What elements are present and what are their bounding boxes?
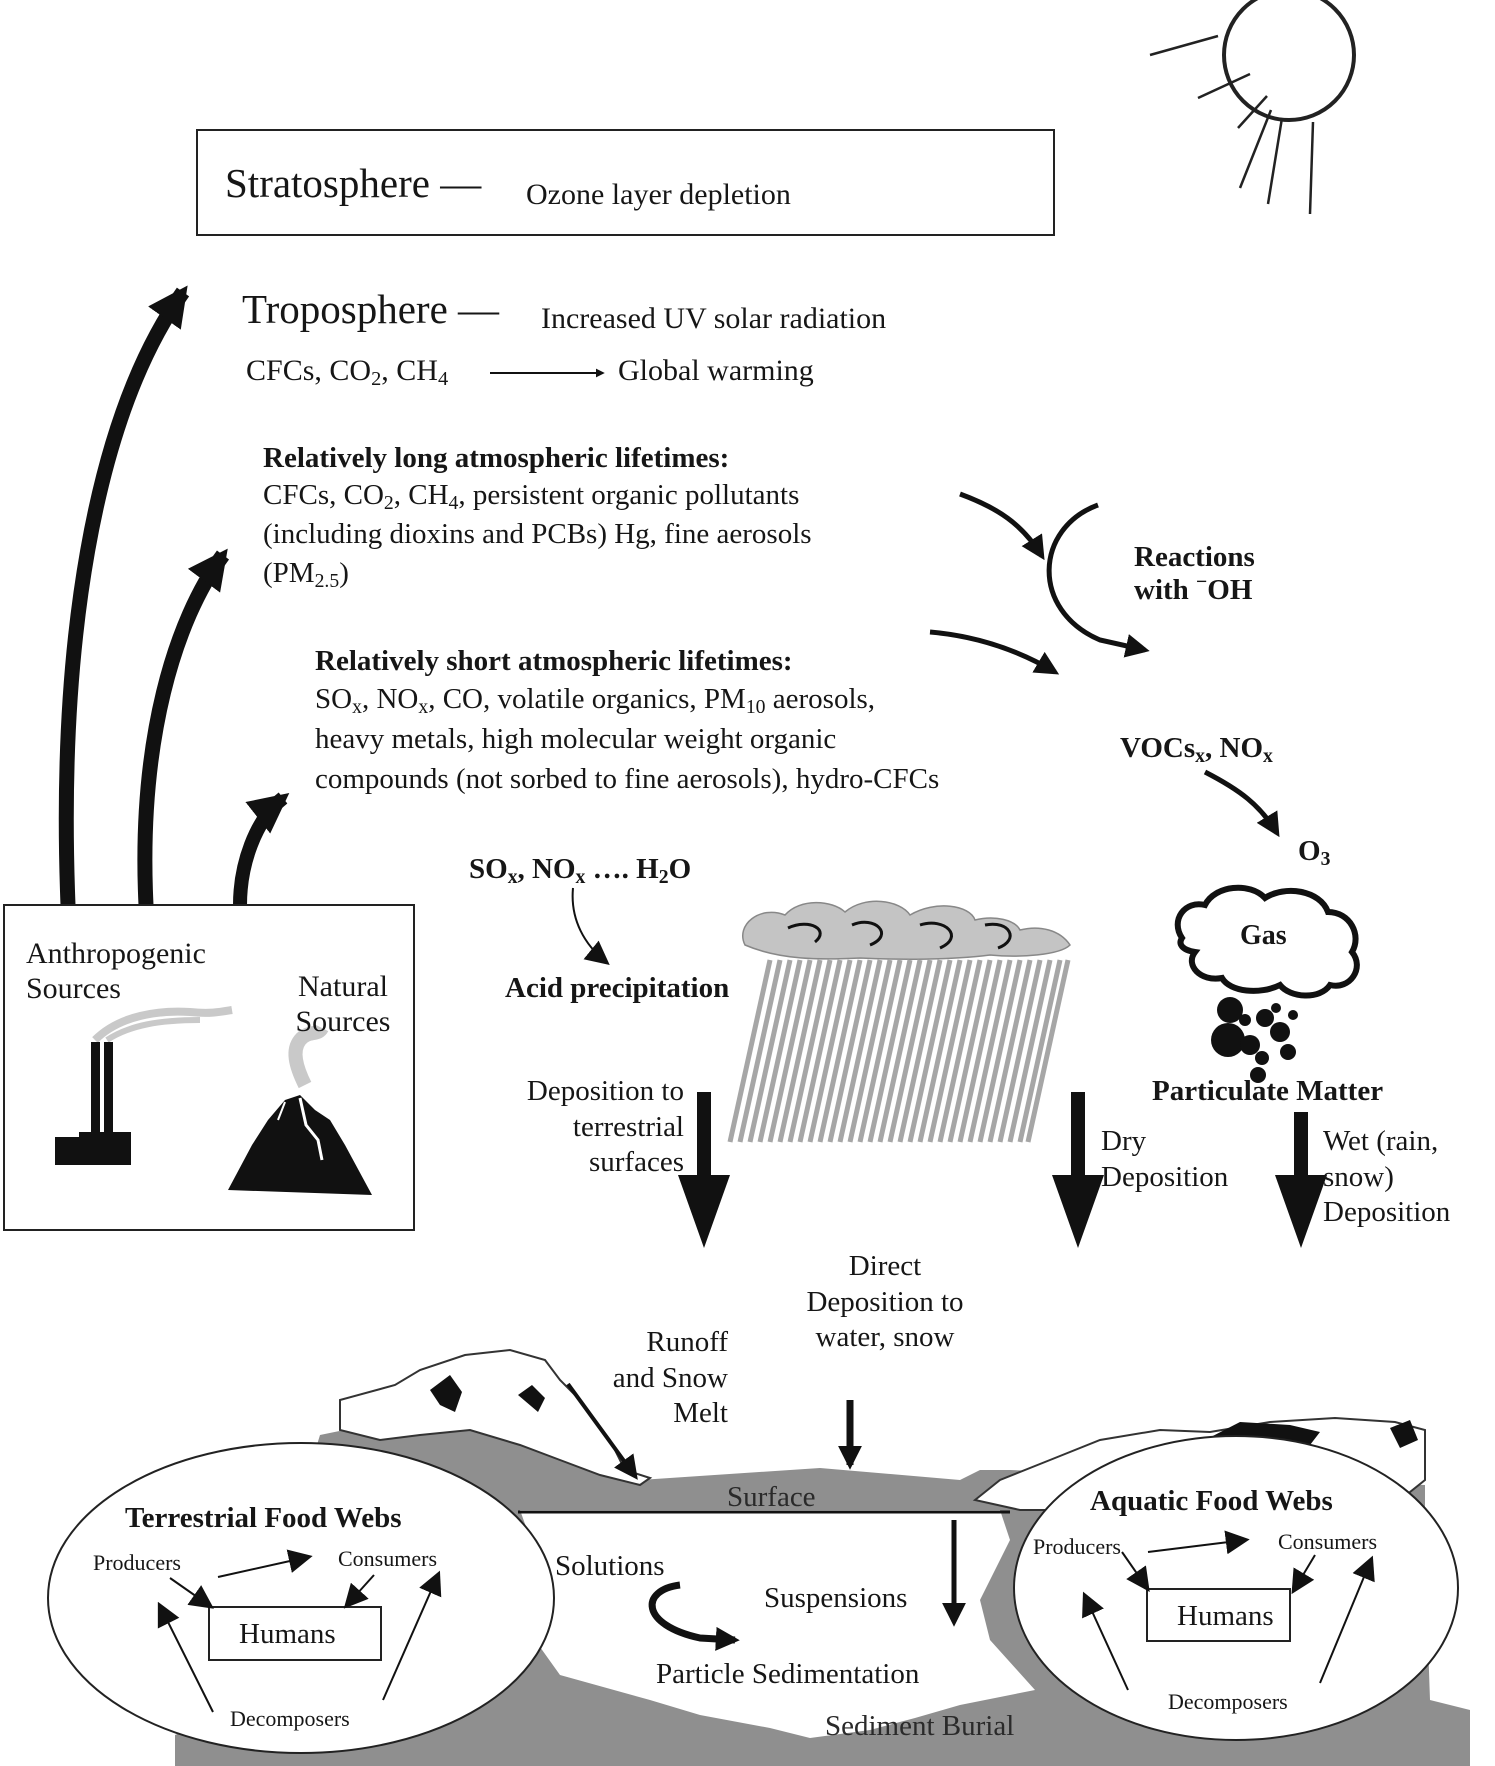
short-lifetime-line2: heavy metals, high molecular weight orga… [315, 723, 837, 755]
aquatic-decomposers-label: Decomposers [1168, 1689, 1288, 1714]
short-lifetime-line1: SOx, NOx, CO, volatile organics, PM10 ae… [315, 683, 876, 718]
gas-label: Gas [1240, 920, 1287, 951]
warming-gases-label: CFCs, CO2, CH4 [246, 354, 449, 391]
particulate-matter-label: Particulate Matter [1152, 1075, 1384, 1107]
aquatic-food-web [1013, 1435, 1459, 1741]
particle-sedimentation-label: Particle Sedimentation [656, 1658, 920, 1690]
factory-icon [55, 1006, 233, 1165]
arrow-short-to-reactions [929, 629, 1060, 675]
stratosphere-box [196, 129, 1055, 236]
acid-precipitation-label: Acid precipitation [505, 972, 730, 1004]
terrestrial-humans-label: Humans [239, 1618, 336, 1650]
water-surface-label: Surface [727, 1481, 816, 1513]
terrestrial-food-web [47, 1442, 555, 1754]
long-lifetime-line3: (PM2.5) [263, 557, 349, 592]
aquatic-food-webs-title: Aquatic Food Webs [1090, 1485, 1333, 1517]
suspensions-label: Suspensions [764, 1582, 908, 1614]
long-lifetime-heading: Relatively long atmospheric lifetimes: [263, 442, 730, 474]
particles-icon [1211, 997, 1298, 1083]
terrestrial-producers-label: Producers [93, 1550, 181, 1575]
terrestrial-food-webs-title: Terrestrial Food Webs [125, 1502, 402, 1534]
volcano-icon [228, 1023, 372, 1195]
arrow-acid [571, 887, 610, 966]
long-lifetime-line1: CFCs, CO2, CH4, persistent organic pollu… [263, 479, 800, 514]
sedimentation-arrow [648, 1581, 740, 1651]
arrow-to-long-lifetime [137, 548, 230, 906]
arrow-to-short-lifetime [233, 792, 290, 906]
terrestrial-consumers-label: Consumers [338, 1546, 437, 1571]
sun-icon [1149, 0, 1356, 215]
rain-streaks [727, 959, 1071, 1143]
arrow-to-stratosphere [58, 285, 190, 906]
global-warming-label: Global warming [618, 354, 814, 387]
solutions-label: Solutions [555, 1550, 665, 1582]
ozone-label: O3 [1298, 835, 1331, 870]
short-lifetime-line3: compounds (not sorbed to fine aerosols),… [315, 763, 940, 795]
rain-cloud-icon [742, 900, 1071, 960]
uv-radiation-label: Increased UV solar radiation [541, 302, 887, 335]
deposition-arrows [678, 1092, 1327, 1248]
terrestrial-decomposers-label: Decomposers [230, 1706, 350, 1731]
troposphere-label: Troposphere — [242, 286, 500, 332]
short-lifetime-heading: Relatively short atmospheric lifetimes: [315, 645, 793, 677]
long-lifetime-line2: (including dioxins and PCBs) Hg, fine ae… [263, 518, 812, 550]
gas-cloud-icon [1174, 884, 1360, 999]
ozone-depletion-label: Ozone layer depletion [526, 178, 791, 211]
aquatic-humans-label: Humans [1177, 1600, 1274, 1632]
acid-precursors-label: SOx, NOx …. H2O [469, 853, 692, 888]
aquatic-consumers-label: Consumers [1278, 1529, 1377, 1554]
arrow-vocs-to-o3 [1203, 769, 1280, 838]
vocs-nox-label: VOCsx, NOx [1120, 732, 1273, 767]
arrow-oh-cycle [1046, 502, 1150, 658]
wet-deposition-label: Wet (rain,snow)Deposition [1323, 1125, 1451, 1229]
arrow-long-to-reactions [959, 491, 1045, 561]
stratosphere-label: Stratosphere — [225, 160, 482, 206]
sediment-burial-label: Sediment Burial [825, 1710, 1015, 1742]
aquatic-producers-label: Producers [1033, 1534, 1121, 1559]
